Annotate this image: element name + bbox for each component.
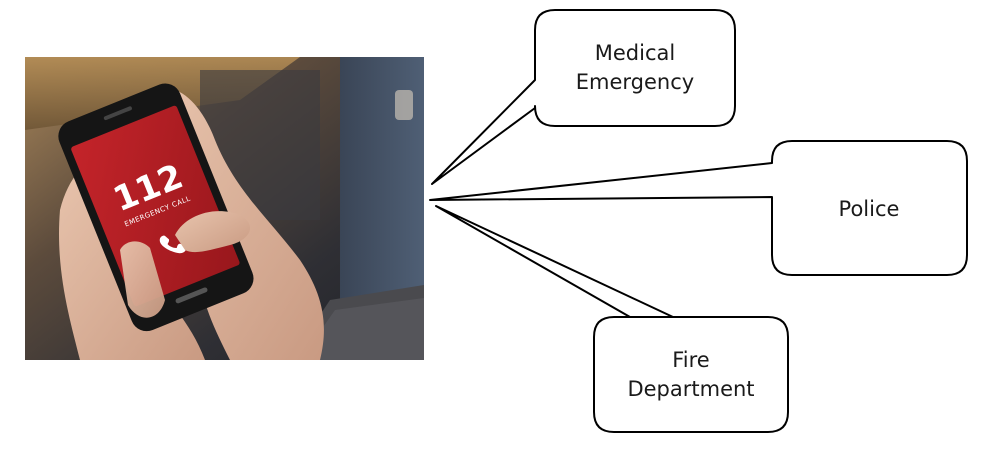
callout-medical-line-1: Medical — [595, 41, 675, 65]
phone-handset-icon — [159, 235, 187, 254]
callout-fire-department: Fire Department — [435, 205, 789, 433]
callout-medical-emergency: Medical Emergency — [431, 9, 736, 185]
callout-fire-line-1: Fire — [672, 348, 709, 372]
callout-police-line-1: Police — [839, 197, 900, 221]
callout-fire-line-2: Department — [627, 377, 754, 401]
callout-police: Police — [429, 140, 968, 276]
callout-medical-line-2: Emergency — [576, 70, 694, 94]
